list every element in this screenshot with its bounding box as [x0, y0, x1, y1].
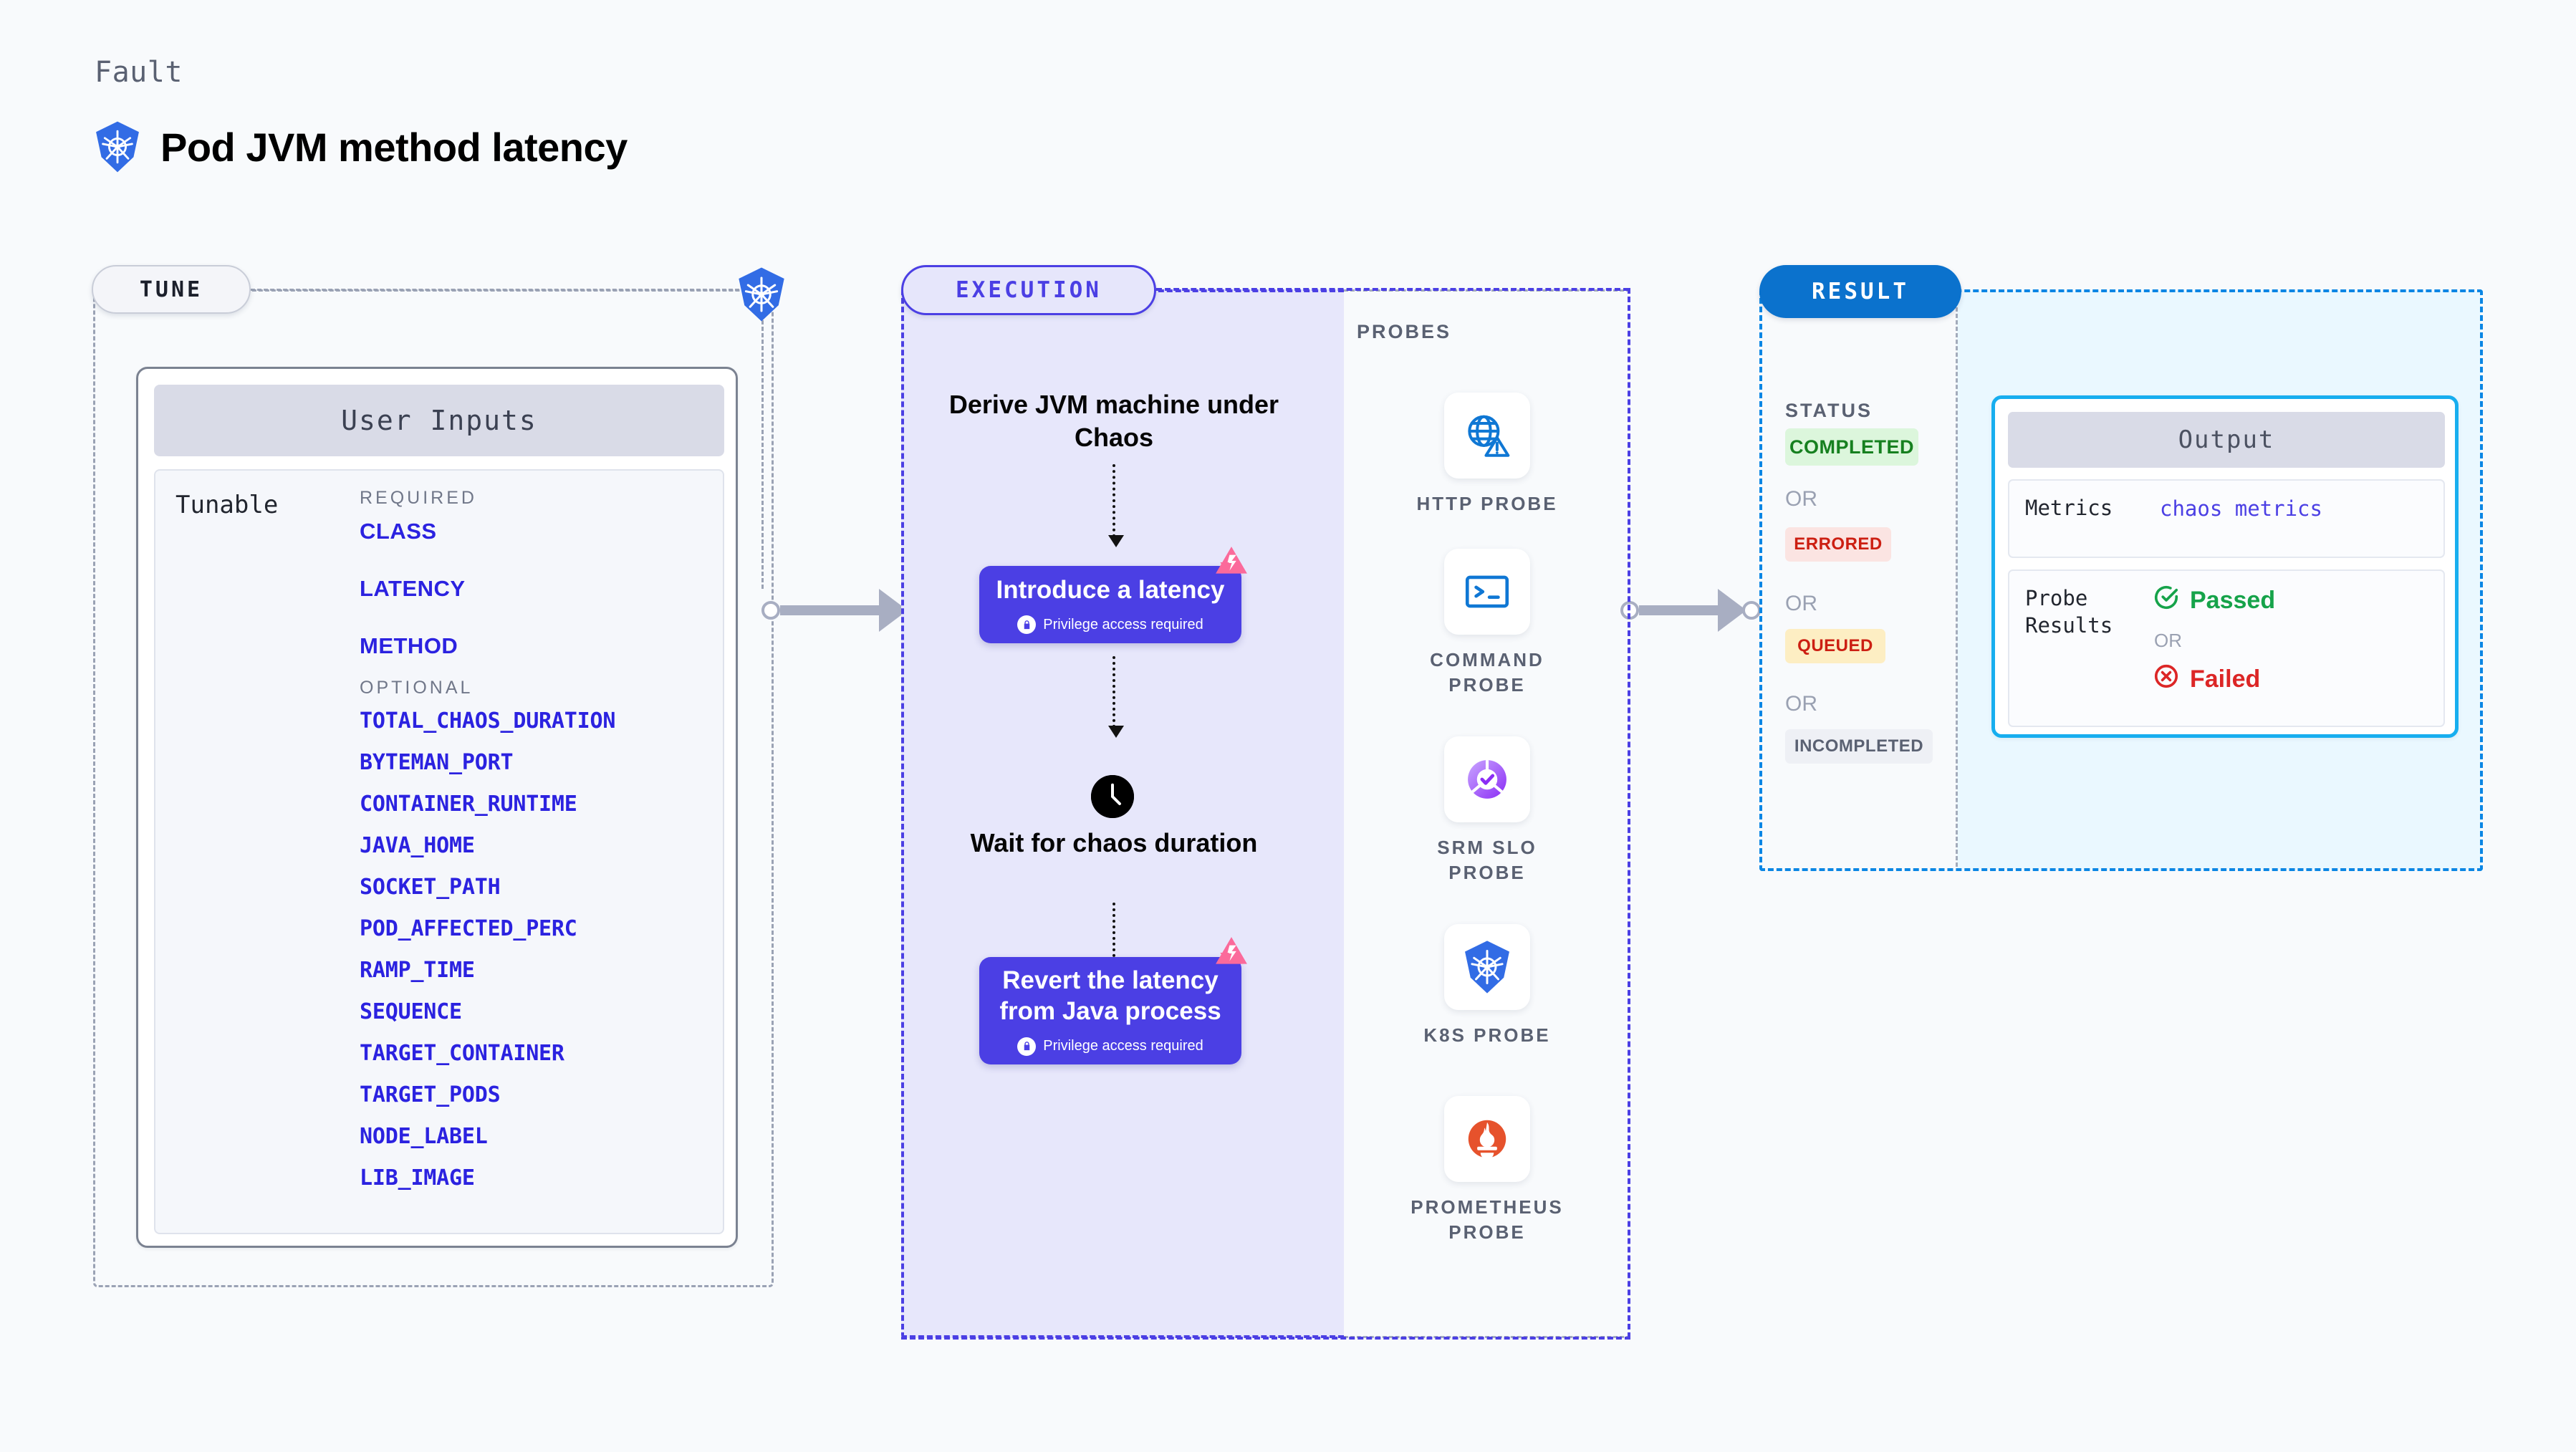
probe-result-or: OR: [2154, 630, 2182, 651]
litmus-chaos-icon: [1213, 935, 1249, 974]
execution-step-privilege-note: Privilege access required: [1017, 1037, 1203, 1056]
globe-warning-icon: [1444, 393, 1530, 479]
tunable-label: Tunable: [176, 491, 279, 519]
param-required[interactable]: LATENCY: [360, 576, 466, 601]
probes-title: PROBES: [1357, 321, 1452, 342]
param-optional[interactable]: POD_AFFECTED_PERC: [360, 916, 577, 941]
privilege-note-text: Privilege access required: [1043, 616, 1203, 633]
status-badge-queued: QUEUED: [1785, 629, 1885, 663]
execution-step-title: Introduce a latency: [996, 575, 1225, 604]
probe-k8s[interactable]: K8S PROBE: [1344, 924, 1630, 1048]
probe-label: COMMAND PROBE: [1430, 649, 1544, 696]
param-optional[interactable]: RAMP_TIME: [360, 958, 475, 983]
privilege-note-text: Privilege access required: [1043, 1038, 1203, 1054]
execution-right-border: [1628, 288, 1630, 1338]
tune-pill[interactable]: TUNE: [92, 265, 251, 314]
page-kicker: Fault: [95, 56, 183, 89]
parameter-list: REQUIRED CLASS LATENCY METHOD OPTIONAL T…: [360, 488, 711, 1207]
status-badge-errored: ERRORED: [1785, 527, 1891, 562]
execution-bottom-border: [901, 1337, 1630, 1340]
param-optional[interactable]: SEQUENCE: [360, 999, 462, 1024]
probe-result-failed: Failed: [2153, 663, 2260, 696]
probe-prometheus[interactable]: PROMETHEUS PROBE: [1344, 1096, 1630, 1245]
user-inputs-body: Tunable REQUIRED CLASS LATENCY METHOD OP…: [154, 469, 724, 1234]
status-badge-incompleted: INCOMPLETED: [1785, 729, 1933, 764]
probe-label: K8S PROBE: [1423, 1024, 1551, 1046]
output-card: Output Metrics chaos metrics Probe Resul…: [1991, 395, 2459, 738]
connector-arrowhead: [1718, 589, 1746, 632]
execution-step-introduce-latency[interactable]: Introduce a latency Privilege access req…: [979, 566, 1241, 643]
user-inputs-title: User Inputs: [154, 385, 724, 456]
output-metrics-key: Metrics: [2025, 496, 2113, 520]
execution-step-title: Revert the latency from Java process: [999, 966, 1221, 1025]
probe-result-passed: Passed: [2153, 584, 2275, 617]
execution-step-derive-label: Derive JVM machine under Chaos: [948, 390, 1279, 453]
terminal-icon: [1444, 549, 1530, 635]
probe-label: HTTP PROBE: [1416, 493, 1558, 514]
connector-line: [780, 605, 880, 615]
probe-http[interactable]: HTTP PROBE: [1344, 393, 1630, 516]
user-inputs-card: User Inputs Tunable REQUIRED CLASS LATEN…: [136, 367, 738, 1248]
output-probe-results-row: Probe Results Passed OR F: [2008, 569, 2445, 727]
tune-kubernetes-badge-icon: [736, 266, 787, 326]
connector-execution-to-result: [1620, 589, 1761, 632]
probe-result-failed-label: Failed: [2190, 665, 2261, 693]
required-group-title: REQUIRED: [360, 488, 477, 508]
result-pill[interactable]: RESULT: [1759, 265, 1961, 318]
output-metrics-value[interactable]: chaos metrics: [2160, 496, 2322, 521]
param-optional[interactable]: CONTAINER_RUNTIME: [360, 792, 577, 817]
execution-pill[interactable]: EXECUTION: [901, 265, 1156, 315]
probe-srm-slo[interactable]: SRM SLO PROBE: [1344, 736, 1630, 885]
param-optional[interactable]: SOCKET_PATH: [360, 875, 501, 900]
output-metrics-row: Metrics chaos metrics: [2008, 479, 2445, 558]
kubernetes-icon: [1444, 924, 1530, 1010]
check-circle-icon: [2153, 584, 2180, 617]
litmus-chaos-icon: [1213, 544, 1249, 584]
status-or-1: OR: [1785, 487, 1817, 511]
status-or-2: OR: [1785, 592, 1817, 615]
param-optional[interactable]: LIB_IMAGE: [360, 1165, 475, 1191]
probe-result-passed-label: Passed: [2190, 587, 2276, 614]
slo-gauge-icon: [1444, 736, 1530, 822]
probe-label: SRM SLO PROBE: [1437, 837, 1537, 884]
connector-line: [1639, 605, 1719, 615]
probe-label: PROMETHEUS PROBE: [1410, 1196, 1564, 1244]
param-optional[interactable]: NODE_LABEL: [360, 1124, 488, 1149]
page-header: Pod JVM method latency: [93, 120, 628, 173]
lock-icon: [1017, 615, 1037, 635]
output-probe-results-key: Probe Results: [2025, 586, 2113, 638]
tune-top-connector: [251, 289, 752, 291]
execution-step-wait-label: Wait for chaos duration: [970, 828, 1258, 857]
kubernetes-icon: [93, 120, 142, 173]
status-title: STATUS: [1785, 400, 1873, 421]
optional-group-title: OPTIONAL: [360, 678, 474, 698]
arrow-derive-to-introduce: [1108, 464, 1124, 547]
connector-start-dot: [761, 601, 780, 620]
clock-icon: [1091, 775, 1134, 818]
status-badge-completed: COMPLETED: [1785, 428, 1918, 466]
status-or-3: OR: [1785, 692, 1817, 716]
param-optional[interactable]: TOTAL_CHAOS_DURATION: [360, 708, 616, 734]
probe-command[interactable]: COMMAND PROBE: [1344, 549, 1630, 698]
output-title: Output: [2008, 412, 2445, 468]
param-optional[interactable]: TARGET_PODS: [360, 1082, 501, 1107]
param-required[interactable]: METHOD: [360, 633, 458, 658]
result-panel: [1759, 289, 2483, 871]
tune-badge-dashed-line: [761, 314, 764, 589]
arrow-introduce-to-wait: [1108, 656, 1124, 738]
page-title: Pod JVM method latency: [160, 124, 628, 170]
lock-icon: [1017, 1037, 1037, 1056]
param-optional[interactable]: JAVA_HOME: [360, 833, 475, 858]
connector-tune-to-execution: [761, 589, 922, 632]
connector-end-dot: [1742, 601, 1761, 620]
result-divider: [1956, 301, 1958, 867]
execution-step-revert-latency[interactable]: Revert the latency from Java process Pri…: [979, 957, 1241, 1064]
param-optional[interactable]: TARGET_CONTAINER: [360, 1041, 564, 1066]
prometheus-icon: [1444, 1096, 1530, 1182]
param-required[interactable]: CLASS: [360, 519, 437, 544]
param-optional[interactable]: BYTEMAN_PORT: [360, 750, 514, 775]
x-circle-icon: [2153, 663, 2180, 696]
execution-step-privilege-note: Privilege access required: [1017, 615, 1203, 635]
execution-top-border: [1156, 288, 1629, 291]
